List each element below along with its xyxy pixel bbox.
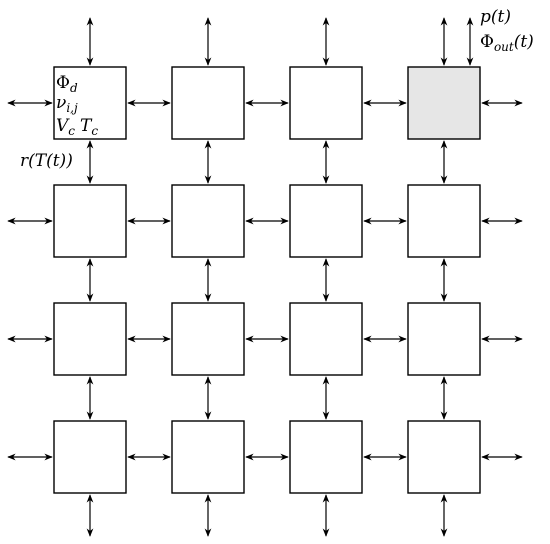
cell-1-2: [289, 184, 363, 258]
cell-3-0: [53, 420, 127, 494]
phi-d-label: Φd: [56, 73, 78, 95]
connection-arrows: [7, 17, 523, 537]
cell-2-1: [171, 302, 245, 376]
cell-0-2: [289, 66, 363, 140]
cell-2-0: [53, 302, 127, 376]
cell-2-2: [289, 302, 363, 376]
cell-1-3: [407, 184, 481, 258]
r-of-t-label: r(T(t)): [20, 151, 73, 171]
grid-cells: [53, 66, 481, 494]
cell-0-3: [407, 66, 481, 140]
cell-3-1: [171, 420, 245, 494]
cell-0-0: [53, 66, 127, 140]
nu-ij-label: νi,j: [56, 93, 78, 115]
cell-0-1: [171, 66, 245, 140]
cell-2-3: [407, 302, 481, 376]
cell-1-1: [171, 184, 245, 258]
phi-out-label: Φout(t): [480, 32, 534, 54]
cell-3-3: [407, 420, 481, 494]
cell-1-0: [53, 184, 127, 258]
cell-3-2: [289, 420, 363, 494]
p-of-t-label: p(t): [480, 7, 511, 27]
